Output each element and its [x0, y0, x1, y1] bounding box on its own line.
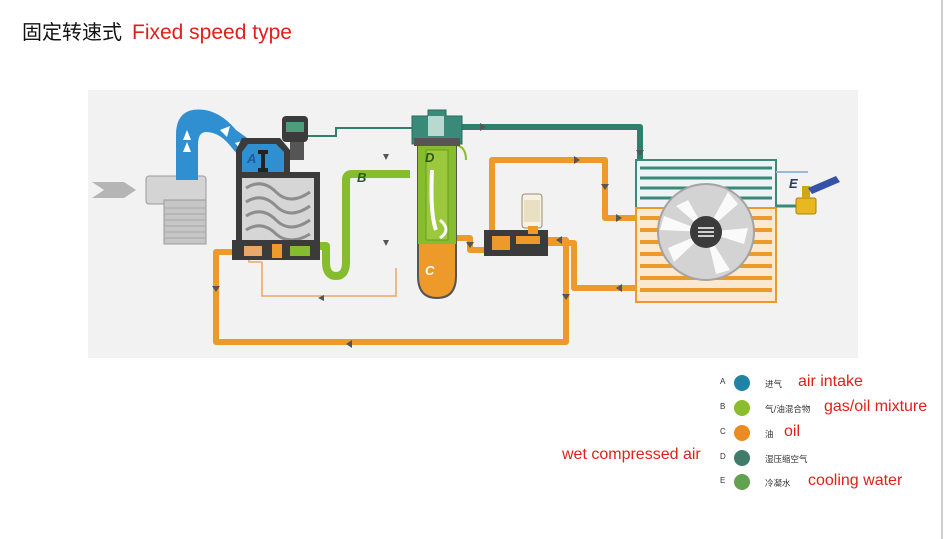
legend-en: oil [784, 423, 801, 440]
legend-letter: A [720, 377, 726, 386]
legend-cn: 湿压缩空气 [765, 455, 808, 465]
legend-cn: 气/油混合物 [765, 405, 811, 415]
title-en: Fixed speed type [132, 21, 292, 44]
cooler [635, 159, 808, 303]
legend-dot-icon [734, 450, 750, 466]
legend-cn: 油 [765, 430, 774, 440]
legend-en: air intake [798, 373, 863, 390]
compressor [232, 116, 320, 260]
title-cn: 固定转速式 [22, 20, 122, 44]
legend-dot-icon [734, 375, 750, 391]
legend-wet-compressed-air-label: wet compressed air [562, 446, 701, 463]
flow-arrows [212, 123, 644, 348]
legend-dot-icon [734, 400, 750, 416]
legend-letter: B [720, 402, 726, 411]
label-e: E [789, 176, 798, 191]
right-divider [941, 0, 943, 539]
label-a: A [246, 151, 256, 166]
mixture-pipe [312, 170, 410, 280]
legend-letter: C [720, 427, 726, 436]
legend-letter: D [720, 452, 726, 461]
legend-letter: E [720, 476, 726, 485]
legend-en: gas/oil mixture [824, 398, 928, 415]
legend-en: cooling water [808, 472, 903, 489]
thermal-valve [484, 193, 548, 256]
wet-air-thin-line [308, 127, 418, 137]
drain-valve [776, 176, 840, 215]
legend-dot-icon [734, 474, 750, 490]
label-d: D [425, 150, 435, 165]
air-intake [92, 109, 258, 245]
page-title: 固定转速式 Fixed speed type [22, 16, 292, 45]
legend-cn: 冷凝水 [765, 479, 791, 489]
label-b: B [357, 170, 366, 185]
legend-cn: 进气 [765, 380, 783, 390]
legend-dot-icon [734, 425, 750, 441]
separator-tank [411, 109, 463, 300]
label-c: C [425, 263, 435, 278]
